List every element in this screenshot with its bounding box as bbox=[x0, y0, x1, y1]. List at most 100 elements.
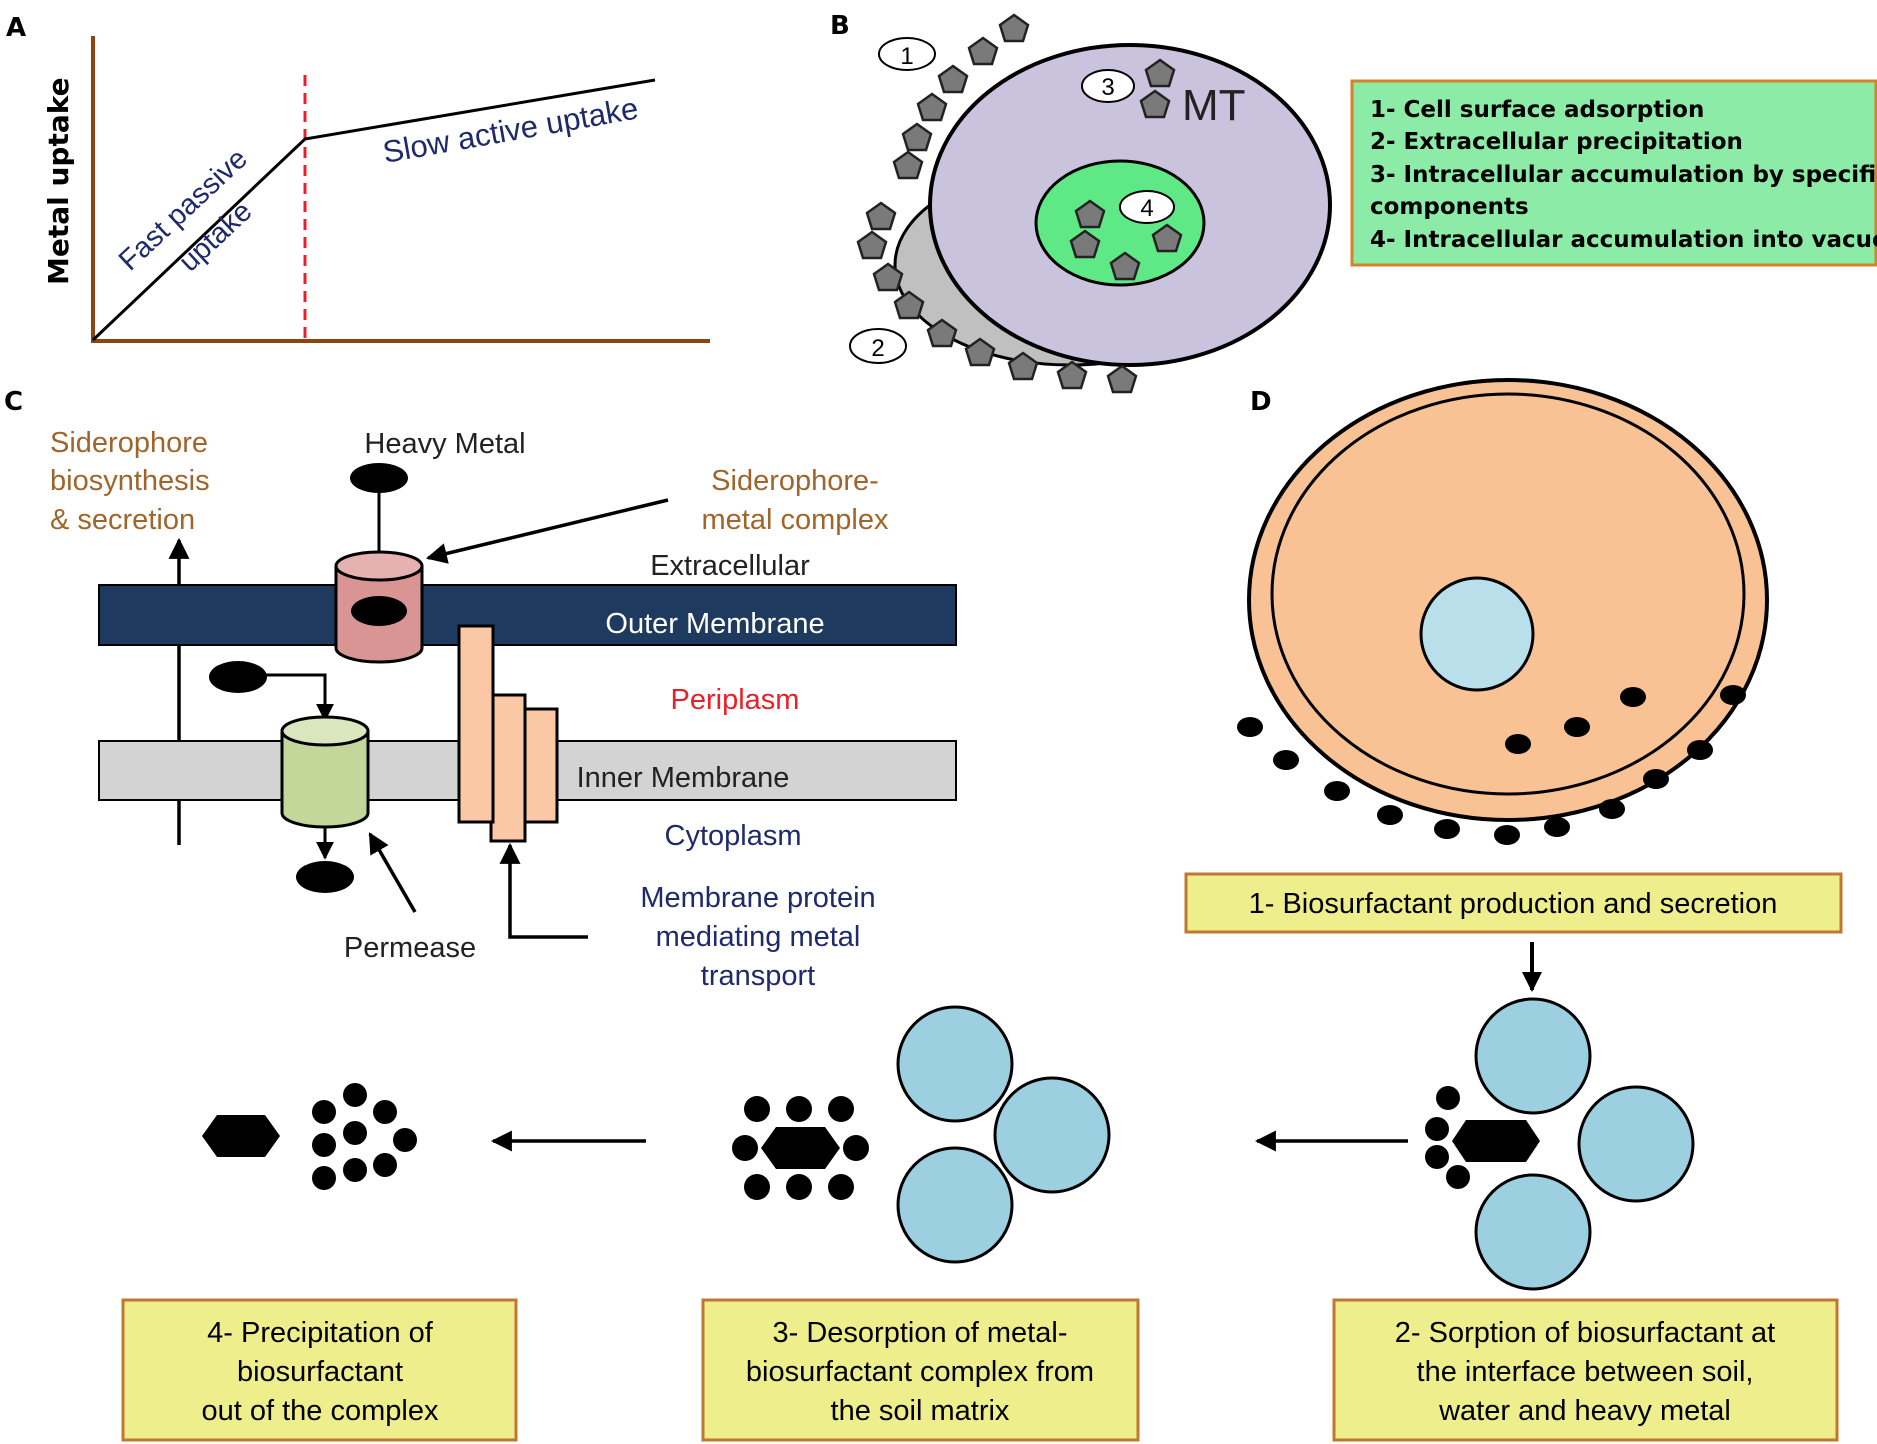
biosurfactant-dot bbox=[1720, 685, 1746, 705]
biosurfactant-dot bbox=[828, 1174, 854, 1200]
biosurfactant-dot bbox=[1544, 817, 1570, 837]
soil-particle bbox=[993, 1076, 1111, 1194]
nucleus bbox=[1419, 576, 1535, 692]
biosurfactant-dot bbox=[1273, 750, 1299, 770]
permease-channel bbox=[280, 715, 370, 829]
biosurfactant-dot bbox=[744, 1174, 770, 1200]
biosurfactant-dot bbox=[1564, 717, 1590, 737]
siderophore-complex-line2: metal complex bbox=[702, 504, 889, 536]
step4-line2: biosurfactant bbox=[237, 1356, 403, 1388]
legend-item-3: 3- Intracellular accumulation by specifi… bbox=[1370, 162, 1877, 188]
marker-2: 2 bbox=[871, 335, 884, 362]
marker-1: 1 bbox=[900, 43, 913, 70]
legend-item-3-cont: components bbox=[1370, 194, 1529, 220]
biosurfactant-dot bbox=[343, 1158, 367, 1182]
biosurfactant-dot bbox=[1324, 781, 1350, 801]
biosurfactant-dot bbox=[373, 1153, 397, 1177]
periplasm-metal-icon bbox=[209, 661, 267, 693]
mt-label: MT bbox=[1182, 81, 1246, 130]
marker-1-oval bbox=[878, 37, 936, 71]
panel-b: B MT 1 bbox=[830, 11, 1877, 394]
biosurfactant-dot bbox=[312, 1133, 336, 1157]
surface-metal-icon bbox=[998, 13, 1030, 43]
step4-box bbox=[121, 1298, 518, 1442]
siderophore-biosynthesis-line2: biosynthesis bbox=[50, 465, 210, 497]
panel-b-letter: B bbox=[830, 11, 850, 41]
biosurfactant-dot bbox=[1620, 687, 1646, 707]
step2-line1: 2- Sorption of biosurfactant at bbox=[1395, 1317, 1775, 1349]
biosurfactant-dot bbox=[744, 1096, 770, 1122]
membrane-protein-line2: mediating metal bbox=[656, 921, 861, 953]
biosurfactant-dot bbox=[312, 1100, 336, 1124]
step3-box bbox=[701, 1298, 1140, 1442]
step1-label: 1- Biosurfactant production and secretio… bbox=[1249, 888, 1778, 920]
step2-box bbox=[1332, 1298, 1839, 1442]
bound-metal-icon bbox=[351, 596, 407, 626]
soil-particle bbox=[1577, 1085, 1695, 1203]
step2-line2: the interface between soil, bbox=[1417, 1356, 1754, 1388]
biosurfactant-dot bbox=[786, 1096, 812, 1122]
panel-c: C Siderophore biosynthesis & secretion O… bbox=[4, 387, 957, 992]
extracellular-label: Extracellular bbox=[650, 550, 810, 582]
soil-particle bbox=[896, 1146, 1014, 1264]
heavy-metal-icon bbox=[350, 463, 408, 493]
biosurfactant-dot bbox=[1425, 1117, 1449, 1141]
step4-line1: 4- Precipitation of bbox=[207, 1317, 434, 1349]
step2-line3: water and heavy metal bbox=[1438, 1395, 1731, 1427]
periplasm-label: Periplasm bbox=[671, 684, 800, 716]
biosurfactant-dot bbox=[1436, 1086, 1460, 1110]
y-axis-label: Metal uptake bbox=[42, 77, 75, 285]
cytoplasm-label: Cytoplasm bbox=[665, 820, 802, 852]
surface-metal-icon bbox=[865, 201, 897, 231]
cytoplasm-metal-icon bbox=[296, 861, 354, 893]
biosurfactant-dot bbox=[1505, 734, 1531, 754]
biosurfactant-dot bbox=[312, 1166, 336, 1190]
panel-d-letter: D bbox=[1250, 387, 1272, 417]
panel-c-letter: C bbox=[4, 387, 23, 417]
slow-active-label: Slow active uptake bbox=[380, 91, 641, 170]
surface-metal-icon bbox=[856, 230, 888, 260]
biosurfactant-dot bbox=[1237, 717, 1263, 737]
biosurfactant-dot bbox=[786, 1174, 812, 1200]
complex-pointer-arrow bbox=[425, 498, 669, 564]
soil-particle bbox=[896, 1005, 1014, 1123]
step4-line3: out of the complex bbox=[202, 1395, 439, 1427]
biosurfactant-dot bbox=[1687, 740, 1713, 760]
step1-box bbox=[1184, 872, 1843, 934]
biosurfactant-dot bbox=[1377, 805, 1403, 825]
legend-item-1: 1- Cell surface adsorption bbox=[1370, 97, 1704, 123]
permease-pointer-arrow bbox=[368, 832, 417, 913]
marker-3: 3 bbox=[1101, 74, 1114, 101]
legend-item-4: 4- Intracellular accumulation into vacuo… bbox=[1370, 227, 1877, 253]
biosurfactant-dot bbox=[1425, 1145, 1449, 1169]
surface-metal-icon bbox=[901, 122, 933, 152]
surface-metal-icon bbox=[937, 64, 969, 94]
marker-3-oval bbox=[1081, 69, 1135, 103]
marker-4-oval bbox=[1119, 190, 1175, 224]
step3-line2: biosurfactant complex from bbox=[746, 1356, 1094, 1388]
inner-membrane-label: Inner Membrane bbox=[577, 762, 790, 794]
biosurfactant-dot bbox=[343, 1083, 367, 1107]
outer-membrane bbox=[98, 584, 957, 646]
biosurfactant-dots bbox=[1237, 685, 1746, 845]
permease-entry-arrow bbox=[266, 673, 334, 722]
siderophore-biosynthesis-line3: & secretion bbox=[50, 504, 195, 536]
biosurfactant-dot bbox=[828, 1096, 854, 1122]
membrane-protein-line1: Membrane protein bbox=[640, 882, 875, 914]
soil-particle bbox=[1474, 997, 1592, 1115]
biosurfactant-dot bbox=[732, 1135, 758, 1161]
biosurfactant-dot bbox=[1599, 799, 1625, 819]
biosurfactant-dot bbox=[343, 1121, 367, 1145]
legend-box bbox=[1350, 79, 1877, 267]
biosurfactant-dot bbox=[1494, 825, 1520, 845]
panel-a-letter: A bbox=[6, 13, 26, 43]
metal-biosurfactant-complex bbox=[761, 1127, 840, 1169]
marker-2-oval bbox=[849, 328, 907, 364]
surface-metal-icon bbox=[916, 92, 948, 122]
complex-biosurfactant bbox=[732, 1096, 869, 1200]
free-biosurfactant-cluster bbox=[312, 1083, 417, 1190]
siderophore-complex-line1: Siderophore- bbox=[711, 465, 879, 497]
uptake-curve bbox=[91, 78, 656, 342]
siderophore-receptor bbox=[334, 550, 424, 664]
